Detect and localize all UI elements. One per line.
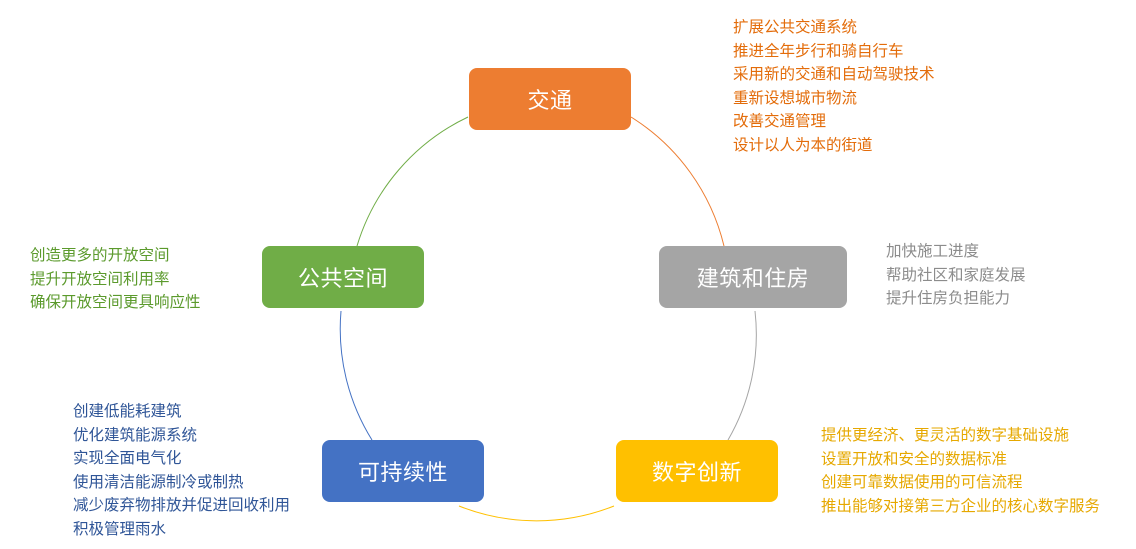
arc-public-space-to-transport	[356, 116, 469, 247]
list-item: 采用新的交通和自动驾驶技术	[733, 65, 935, 83]
node-building-housing[interactable]: 建筑和住房	[659, 246, 847, 308]
public-space-items-list: 创造更多的开放空间提升开放空间利用率确保开放空间更具响应性	[30, 244, 201, 315]
list-item: 帮助社区和家庭发展	[886, 265, 1026, 284]
list-item: 实现全面电气化	[73, 449, 182, 467]
building-items-list: 加快施工进度帮助社区和家庭发展提升住房负担能力	[886, 240, 1026, 311]
list-item: 确保开放空间更具响应性	[30, 293, 201, 311]
list-item: 改善交通管理	[733, 112, 827, 130]
list-item: 使用清洁能源制冷或制热	[73, 472, 244, 491]
node-public-space[interactable]: 公共空间	[262, 246, 424, 308]
list-item: 设置开放和安全的数据标准	[821, 449, 1008, 468]
list-item: 提升住房负担能力	[886, 289, 1011, 307]
list-item: 设计以人为本的街道	[733, 135, 873, 154]
list-item: 创造更多的开放空间	[30, 246, 170, 264]
arc-transport-to-building	[630, 116, 725, 247]
list-item: 创建低能耗建筑	[73, 402, 182, 420]
list-item: 优化建筑能源系统	[73, 425, 198, 444]
transport-items-list: 扩展公共交通系统推进全年步行和骑自行车采用新的交通和自动驾驶技术重新设想城市物流…	[733, 16, 935, 157]
list-item: 提升开放空间利用率	[30, 269, 170, 288]
digital-items-list: 提供更经济、更灵活的数字基础设施设置开放和安全的数据标准创建可靠数据使用的可信流…	[821, 424, 1100, 518]
arc-building-to-digital	[727, 310, 757, 441]
list-item: 积极管理雨水	[73, 519, 167, 538]
list-item: 提供更经济、更灵活的数字基础设施	[821, 426, 1070, 444]
node-transport[interactable]: 交通	[469, 68, 631, 130]
list-item: 扩展公共交通系统	[733, 18, 858, 36]
arc-digital-to-sustainability	[458, 505, 615, 522]
list-item: 重新设想城市物流	[733, 88, 858, 107]
list-item: 推进全年步行和骑自行车	[733, 41, 904, 60]
list-item: 创建可靠数据使用的可信流程	[821, 473, 1023, 491]
arc-sustainability-to-public-space	[339, 310, 373, 441]
node-sustainability[interactable]: 可持续性	[322, 440, 484, 502]
list-item: 加快施工进度	[886, 242, 980, 260]
list-item: 推出能够对接第三方企业的核心数字服务	[821, 496, 1101, 515]
list-item: 减少废弃物排放并促进回收利用	[73, 496, 291, 514]
sustainability-items-list: 创建低能耗建筑优化建筑能源系统实现全面电气化使用清洁能源制冷或制热减少废弃物排放…	[73, 400, 290, 541]
node-digital-innovation[interactable]: 数字创新	[616, 440, 778, 502]
